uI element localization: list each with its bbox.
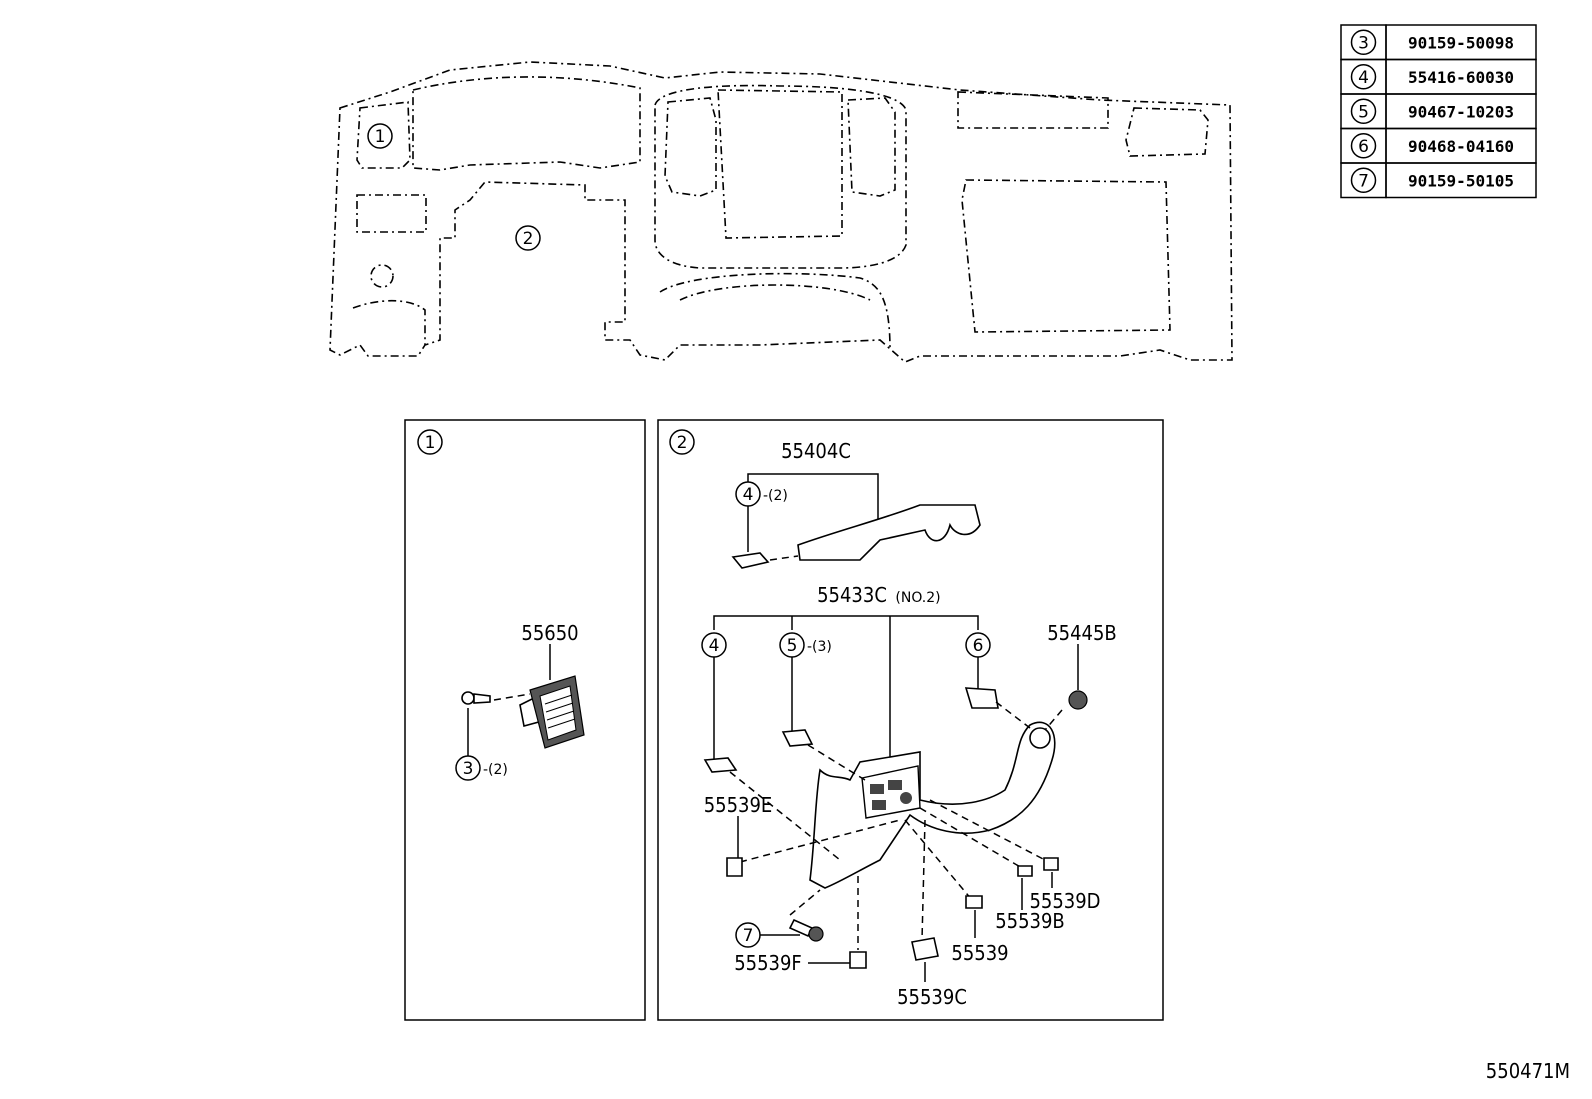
parts-table-part-number: 90159-50105 [1408, 171, 1514, 190]
part-55539F-label: 55539F [734, 951, 802, 975]
part-55445B-label: 55445B [1047, 621, 1117, 645]
screw-qty: -(2) [483, 762, 508, 778]
nut-5-part [781, 729, 814, 747]
clip-55539E-part [726, 857, 743, 877]
clip-qty-top: -(2) [763, 488, 788, 504]
cap-55539C-part [911, 937, 939, 961]
ref-6: 6 [973, 636, 984, 656]
cover-55404C-part [797, 504, 981, 561]
parts-table-ref: 4 [1358, 68, 1369, 88]
parts-table-ref: 5 [1358, 102, 1369, 122]
panel-1-callout: 1 [425, 433, 436, 453]
clip-55539F-part [849, 951, 867, 969]
clip-4-part [703, 757, 738, 773]
ref-5: 5 [787, 636, 798, 656]
part-55539B-label: 55539B [995, 909, 1065, 933]
clip-55539-part [965, 895, 983, 909]
part-55539E-label: 55539E [704, 793, 773, 817]
parts-table-part-number: 55416-60030 [1408, 68, 1514, 87]
parts-table-row: 5 90467-10203 [1340, 93, 1537, 130]
parts-table-row: 7 90159-50105 [1340, 162, 1537, 199]
part-55404C-label: 55404C [781, 439, 851, 463]
panel-1-frame [404, 419, 646, 1021]
screw-ref-3: 3 [463, 759, 474, 779]
ref-4: 4 [709, 636, 720, 656]
parts-table-ref: 7 [1358, 171, 1369, 191]
overview-callout-2: 2 [515, 225, 541, 251]
screw-part [461, 691, 491, 705]
part-55539-label: 55539 [951, 941, 1008, 965]
side-vent-part [519, 675, 585, 749]
panel-2-callout: 2 [677, 433, 688, 453]
ref-5-qty: -(3) [807, 639, 832, 655]
illustration-id: 550471M [1486, 1059, 1570, 1083]
part-55539C-label: 55539C [897, 985, 967, 1009]
parts-table: 3 90159-50098 4 55416-60030 5 90467-10203 6 904… [1340, 24, 1537, 199]
parts-table-row: 4 55416-60030 [1340, 58, 1537, 95]
panel-2: 2 55404C 4 -(2) 55433C (NO.2) 4 5 -(3) 6… [657, 419, 1164, 1021]
ref-7: 7 [743, 926, 754, 946]
svg-text:1: 1 [375, 127, 386, 147]
dashboard-outline [329, 61, 1233, 363]
part-55539D-label: 55539D [1029, 889, 1100, 913]
part-55650-label: 55650 [521, 621, 578, 645]
parts-table-ref: 3 [1358, 33, 1369, 53]
parts-table-row: 6 90468-04160 [1340, 127, 1537, 164]
part-55433C-note: (NO.2) [895, 590, 940, 606]
panel-2-frame [657, 419, 1164, 1021]
clip-55539D-part [1043, 857, 1059, 871]
parts-table-part-number: 90467-10203 [1408, 102, 1514, 121]
part-55433C-label: 55433C [817, 583, 887, 607]
panel-1: 1 55650 3 -(2) [404, 419, 646, 1021]
parts-table-row: 3 90159-50098 [1340, 24, 1537, 61]
clip-part-top [731, 552, 770, 569]
svg-text:2: 2 [523, 229, 534, 249]
screw-7-part [788, 918, 814, 938]
clip-ref-4-top: 4 [743, 485, 754, 505]
parts-table-part-number: 90159-50098 [1408, 33, 1514, 52]
clip-55539B-part [1017, 865, 1033, 877]
overview-callout-1: 1 [367, 123, 393, 149]
parts-table-part-number: 90468-04160 [1408, 137, 1514, 156]
nut-6-part [964, 687, 999, 709]
parts-table-ref: 6 [1358, 137, 1369, 157]
under-cover-55433C-part [809, 721, 1056, 889]
